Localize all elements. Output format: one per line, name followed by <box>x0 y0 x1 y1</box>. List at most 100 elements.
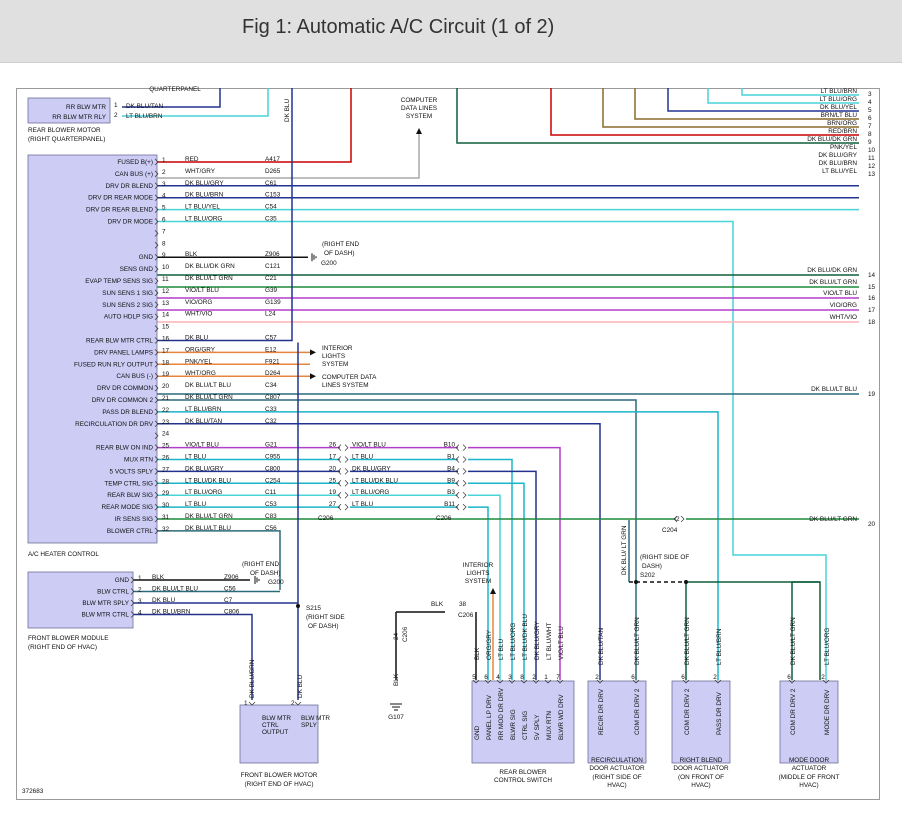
ac-circuit-label-32: C56 <box>265 525 277 532</box>
ac-heater-control-name: A/C HEATER CONTROL <box>28 551 99 558</box>
wire-mode-com-link <box>791 581 820 605</box>
fbm-pin-label-4: BLW MTR CTRL <box>82 612 130 619</box>
c206-wire-label: LT BLU <box>352 454 373 461</box>
wire-rear-blower-1 <box>122 88 221 108</box>
pin-bracket <box>154 527 159 535</box>
ac-wire-label-25: VIO/LT BLU <box>185 442 219 449</box>
ac-pin-num-14: 14 <box>162 312 170 319</box>
arrow-right-icon <box>310 373 316 380</box>
pin-bracket <box>154 456 159 463</box>
pin-bracket <box>154 158 159 166</box>
right-blend-door-actuator-pin-num-1: 2 <box>713 674 717 681</box>
pin-bracket <box>154 468 159 475</box>
right-wire-num-6: 6 <box>868 115 872 122</box>
rbcs-bracket <box>544 679 552 684</box>
recirculation-door-actuator-pin-label-1: COM DR DRV 2 <box>634 688 641 735</box>
ac-circuit-label-9: Z906 <box>265 251 280 258</box>
ac-circuit-label-28: C254 <box>265 477 281 484</box>
ac-wire-label-4: DK BLU/BRN <box>185 192 224 199</box>
ac-pin-num-15: 15 <box>162 324 170 331</box>
ac-circuit-label-10: C121 <box>265 263 281 270</box>
ac-wire-label-27: DK BLU/GRY <box>185 465 224 472</box>
rbcs-pin-num-4: 4 <box>496 674 500 681</box>
c206-left-pin: 19 <box>329 489 337 496</box>
ac-pin-label-28: TEMP CTRL SIG <box>104 480 153 487</box>
ac-pin-label-10: SENS GND <box>120 266 154 273</box>
right-blend-door-actuator-wire-0: DK BLU/LT GRN <box>684 617 691 665</box>
rbcs-bracket <box>508 679 516 684</box>
ac-pin-num-7: 7 <box>162 228 166 235</box>
c206-right-pin: B4 <box>447 465 455 472</box>
arrow-up-icon <box>490 588 496 594</box>
ac-pin-label-14: AUTO HDLP SIG <box>104 314 153 321</box>
ac-pin-num-9: 9 <box>162 252 166 259</box>
fbm-pin-label-1: GND <box>115 577 130 584</box>
ac-pin-num-30: 30 <box>162 502 170 509</box>
blk-38-connector: C206 <box>458 612 474 619</box>
rbcs-pin-num-8: 8 <box>520 674 524 681</box>
ac-circuit-label-29: C11 <box>265 489 277 496</box>
pin-bracket <box>130 588 135 595</box>
s202-label: S202 <box>640 572 655 579</box>
front-blower-module-location: (RIGHT END OF HVAC) <box>28 644 97 651</box>
rbcs-bracket <box>496 679 504 684</box>
recirculation-door-actuator-box <box>587 680 647 764</box>
rbcs-wire-2: DK BLU/GRY <box>534 621 541 660</box>
g107-label: G107 <box>388 714 404 721</box>
right-wire-num-14: 14 <box>868 272 876 279</box>
ac-pin-label-31: IR SENS SIG <box>115 516 153 523</box>
ac-circuit-label-21: C807 <box>265 394 281 401</box>
top-fragment-label: QUARTERPANEL <box>149 86 201 93</box>
front-blower-module-box <box>27 571 134 629</box>
s215-location-line2: OF DASH) <box>308 623 339 630</box>
ac-circuit-label-22: C33 <box>265 406 277 413</box>
recirculation-door-actuator-wire-1: DK BLU/LT GRN <box>634 617 641 665</box>
g200-label-line1: (RIGHT END <box>322 241 360 248</box>
fbm-circuit-label-4: C806 <box>224 609 240 616</box>
g200-2-label-line1: (RIGHT END <box>242 561 280 568</box>
s202-splice-dot <box>634 580 638 584</box>
pin-bracket <box>154 396 159 404</box>
wire-rear-blw-mtr-ctrl <box>157 88 293 342</box>
s215-label: S215 <box>306 605 321 612</box>
ac-pin-num-20: 20 <box>162 383 170 390</box>
right-wire-num-15: 15 <box>868 284 876 291</box>
recirculation-door-actuator-bracket <box>596 679 604 684</box>
ac-wire-label-11: DK BLU/LT GRN <box>185 275 233 282</box>
arrow-right-icon <box>310 349 316 356</box>
right-wire-num-9: 9 <box>868 139 872 146</box>
g107-connector-label: C206 <box>402 626 409 642</box>
ac-pin-num-4: 4 <box>162 193 166 200</box>
ac-pin-num-29: 29 <box>162 490 170 497</box>
wire-right-5 <box>667 88 859 112</box>
front-blower-module-name: FRONT BLOWER MODULE <box>28 635 108 642</box>
ac-circuit-label-25: G21 <box>265 442 278 449</box>
header-bar: Fig 1: Automatic A/C Circuit (1 of 2) <box>0 0 902 63</box>
ac-wire-label-19: WHT/ORG <box>185 370 216 377</box>
ac-pin-label-5: DRV DR REAR BLEND <box>86 207 153 214</box>
ac-pin-num-19: 19 <box>162 371 170 378</box>
rear-blower-motor-pin-label: RR BLW MTR RLY <box>52 114 106 121</box>
rbcs-pin-label-5: GND <box>474 725 481 740</box>
ac-pin-num-10: 10 <box>162 264 170 271</box>
ac-pin-label-22: PASS DR BLEND <box>102 409 153 416</box>
ac-circuit-label-31: C83 <box>265 513 277 520</box>
ac-pin-label-11: EVAP TEMP SENS SIG <box>85 278 153 285</box>
wire-right-7 <box>602 88 859 128</box>
g107-circuit-label: 24 <box>393 632 400 640</box>
fbm-circuit-label-3: C7 <box>224 597 233 604</box>
pin-bracket <box>154 289 159 297</box>
rear-blower-motor-pin-num: 1 <box>114 102 118 109</box>
c206-right-pin: B1 <box>447 454 455 461</box>
fbm-wire-label-2: DK BLU/LT BLU <box>152 586 198 593</box>
right-wire-label-7: BRN/ORG <box>827 120 857 127</box>
ac-wire-label-26: LT BLU <box>185 454 206 461</box>
g200-label: G200 <box>321 260 337 267</box>
fbm-circuit-label-2: C56 <box>224 586 236 593</box>
